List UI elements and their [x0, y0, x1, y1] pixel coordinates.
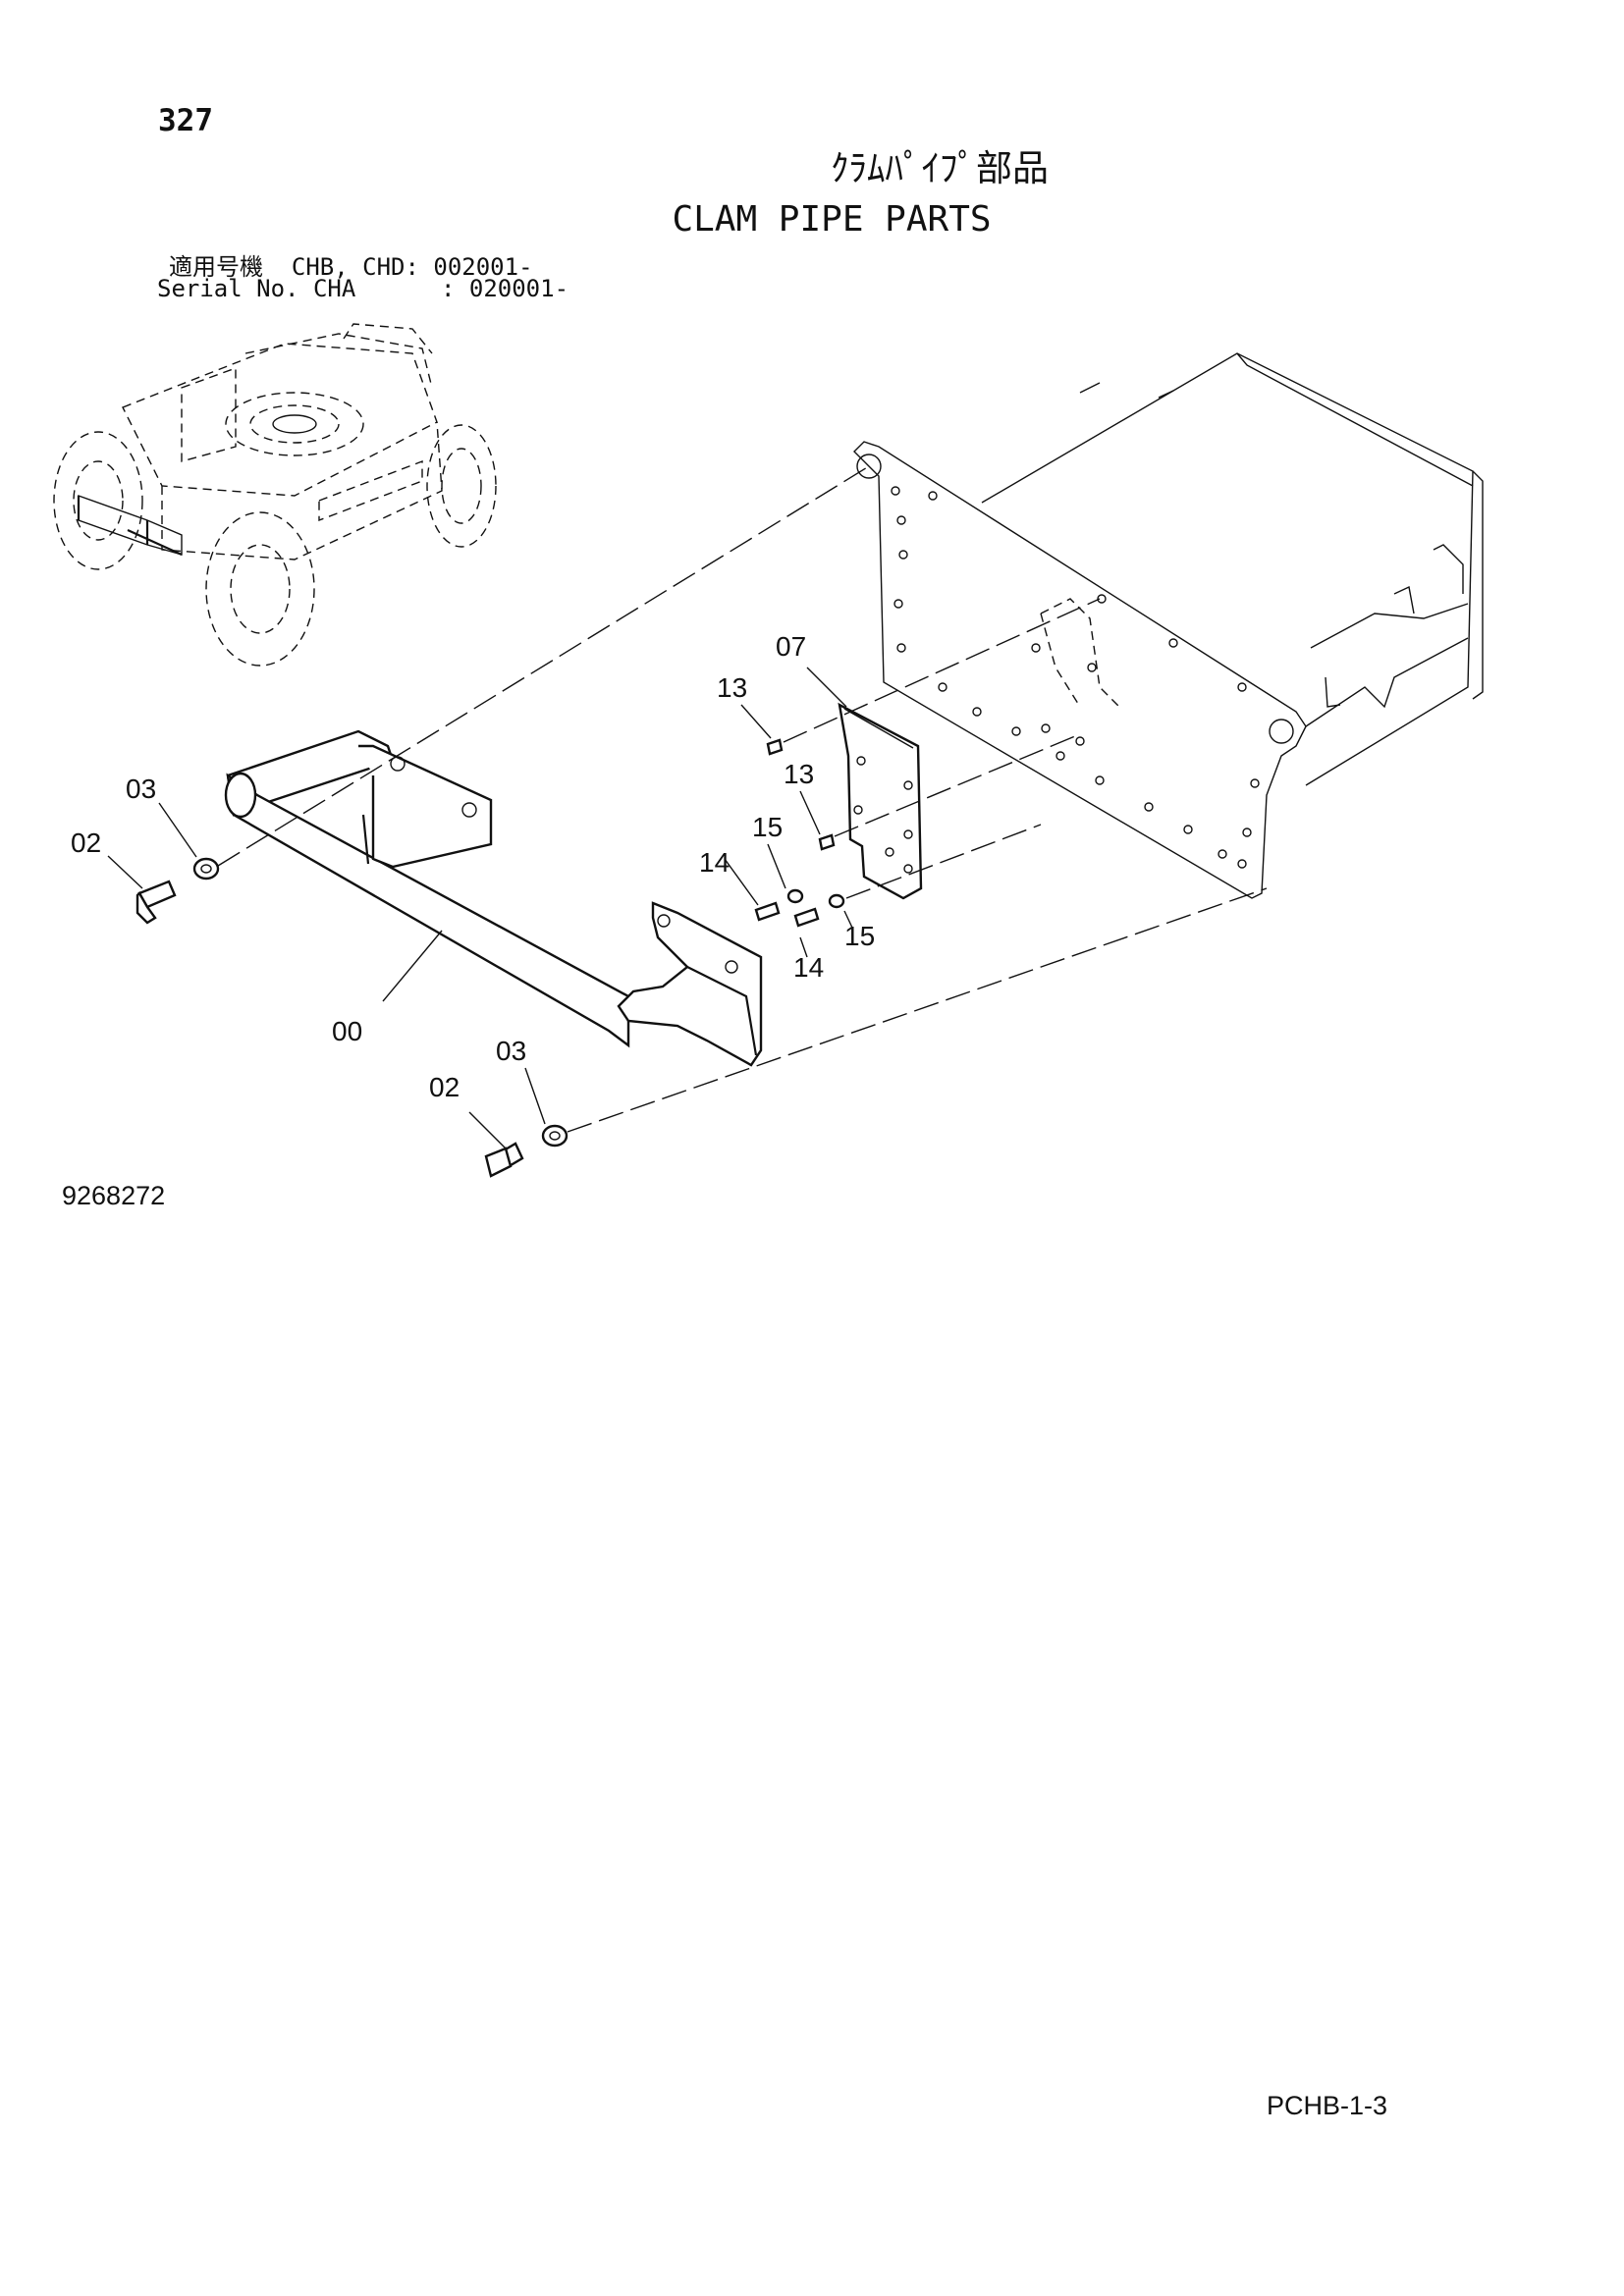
- fastener-washer-03-left: [192, 857, 220, 881]
- callout-00: 00: [332, 1016, 362, 1046]
- frame-bolt-holes: [891, 486, 1260, 869]
- part-00-clam-pipe: [224, 729, 763, 1067]
- callout-15-upper: 15: [752, 812, 783, 842]
- fastener-bolt-02-left: [135, 880, 177, 925]
- machine-locator-illustration: [53, 323, 497, 667]
- fastener-bolt-02-right: [484, 1142, 524, 1178]
- callout-13-lower: 13: [784, 759, 814, 789]
- callout-leader-lines: [107, 667, 853, 1149]
- applicable-serial-line-2: Serial No. CHA : 020001-: [157, 275, 569, 302]
- applicable-serial-line-1: 適用号機 CHB, CHD: 002001-: [169, 253, 533, 281]
- callout-15-lower: 15: [844, 921, 875, 951]
- page-code: PCHB-1-3: [1267, 2091, 1388, 2120]
- assembly-center-lines: [217, 465, 1268, 1133]
- frame-cross-member-illustration: [853, 352, 1484, 899]
- callout-14-upper: 14: [699, 847, 730, 878]
- fastener-screws-13: [766, 738, 836, 851]
- callout-03-left: 03: [126, 774, 156, 804]
- drawing-number: 9268272: [62, 1181, 166, 1210]
- fastener-washers-15: [786, 888, 845, 909]
- page-title-english: CLAM PIPE PARTS: [672, 199, 992, 240]
- callout-03-right: 03: [496, 1036, 526, 1066]
- fastener-bolts-14: [754, 901, 820, 928]
- part-07-plate: [838, 702, 923, 900]
- callout-13-upper: 13: [717, 672, 747, 703]
- callout-02-left: 02: [71, 828, 101, 858]
- page-title-japanese: ｸﾗﾑﾊﾟｲﾌﾟ部品: [831, 147, 1049, 189]
- callout-14-lower: 14: [793, 952, 824, 983]
- callout-02-right: 02: [429, 1072, 460, 1102]
- fastener-washer-03-right: [541, 1124, 568, 1148]
- page-number: 327: [158, 103, 213, 138]
- callout-07: 07: [776, 631, 806, 662]
